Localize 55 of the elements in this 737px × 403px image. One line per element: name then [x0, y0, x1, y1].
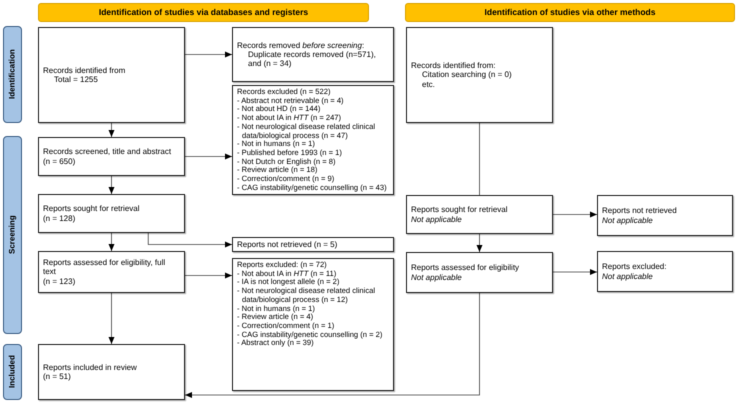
box-text: Reports assessed for eligibility — [411, 263, 520, 272]
process-box — [38, 344, 185, 400]
box-text: (n = 128) — [43, 214, 76, 223]
process-box — [38, 27, 185, 123]
process-box — [38, 137, 185, 176]
box-text: Reports excluded: — [602, 262, 668, 272]
box-text: Reports sought for retrieval — [411, 205, 508, 214]
box-text: Records screened, title and abstract — [43, 147, 172, 156]
arrow — [184, 272, 232, 278]
box-text: Reports included in review — [43, 362, 138, 372]
arrow — [108, 176, 114, 194]
box-text: Reports sought for retrieval — [43, 204, 140, 214]
box-text: Total = 1255 — [53, 75, 99, 84]
box-text: Not applicable — [411, 214, 463, 224]
exclusion-box — [232, 85, 394, 195]
process-box — [232, 27, 394, 82]
box-text: Not applicable — [602, 216, 654, 225]
phase-band: Included — [3, 344, 22, 400]
box-text: Reports not retrieved — [602, 206, 678, 216]
phase-band: Screening — [3, 136, 22, 334]
process-box — [232, 237, 394, 252]
section-header: Identification of studies via other methods — [405, 3, 735, 22]
arrow — [184, 292, 480, 398]
process-box — [406, 195, 553, 234]
process-box — [38, 251, 185, 293]
arrow — [108, 292, 114, 344]
arrow — [184, 52, 232, 58]
process-box — [597, 251, 733, 292]
arrow — [476, 234, 482, 252]
box-text: Not applicable — [411, 272, 463, 282]
process-box — [38, 194, 185, 233]
box-text: Records removed before screening: — [237, 40, 366, 50]
section-header: Identification of studies via databases and registers — [38, 3, 369, 22]
box-text: (n = 650) — [43, 156, 76, 166]
box-text: (n = 51) — [43, 372, 72, 382]
process-box — [597, 195, 733, 236]
arrow — [552, 212, 598, 218]
box-text: Reports not retrieved (n = 5) — [237, 240, 338, 250]
process-box — [406, 27, 553, 123]
process-box — [406, 252, 553, 293]
arrow — [552, 269, 598, 275]
box-text: (n = 123) — [43, 276, 76, 286]
arrow — [184, 154, 232, 160]
arrow — [108, 232, 114, 252]
box-text: Records identified from: — [411, 61, 496, 70]
box-text: etc. — [421, 80, 436, 89]
exclusion-box — [232, 258, 394, 391]
box-text: Reports assessed for eligibility, full text — [43, 258, 166, 277]
box-text: Duplicate records removed (n=571), and (n = 34) — [247, 50, 377, 68]
box-text: Not applicable — [602, 272, 654, 281]
arrow — [148, 232, 232, 248]
box-text: Records identified from — [43, 66, 126, 75]
phase-band: Identification — [3, 26, 22, 123]
arrow — [108, 122, 114, 138]
box-text: Citation searching (n = 0) — [421, 70, 513, 80]
